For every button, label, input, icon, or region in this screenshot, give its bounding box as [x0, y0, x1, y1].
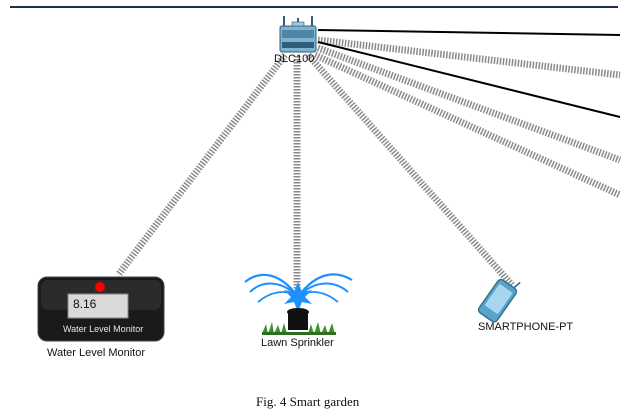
water-monitor-panel-label: Water Level Monitor [63, 324, 144, 334]
water-level-monitor-icon[interactable] [37, 276, 165, 342]
wired-link-1 [317, 29, 621, 36]
router-label: DLC100 [274, 53, 315, 65]
water-monitor-label: Water Level Monitor [47, 347, 146, 359]
wireless-links [115, 36, 622, 290]
wired-links [317, 29, 621, 118]
wired-link-2 [317, 41, 621, 118]
smartphone-icon[interactable] [477, 271, 523, 323]
lawn-sprinkler-icon[interactable] [244, 273, 353, 335]
figure-caption: Fig. 4 Smart garden [256, 394, 360, 409]
link-router-water-monitor [115, 52, 288, 278]
link-router-smartphone [305, 52, 515, 288]
link-router-offscreen-1 [317, 36, 621, 79]
status-indicator-icon [95, 282, 105, 292]
sprinkler-label: Lawn Sprinkler [261, 337, 334, 349]
link-router-offscreen-2 [316, 44, 622, 164]
lcd-display [67, 293, 129, 319]
link-router-offscreen-3 [313, 51, 622, 199]
smartphone-label: SMARTPHONE-PT [478, 321, 574, 333]
water-monitor-screen-value: 8.16 [73, 297, 97, 311]
wireless-router-icon[interactable] [279, 16, 317, 53]
